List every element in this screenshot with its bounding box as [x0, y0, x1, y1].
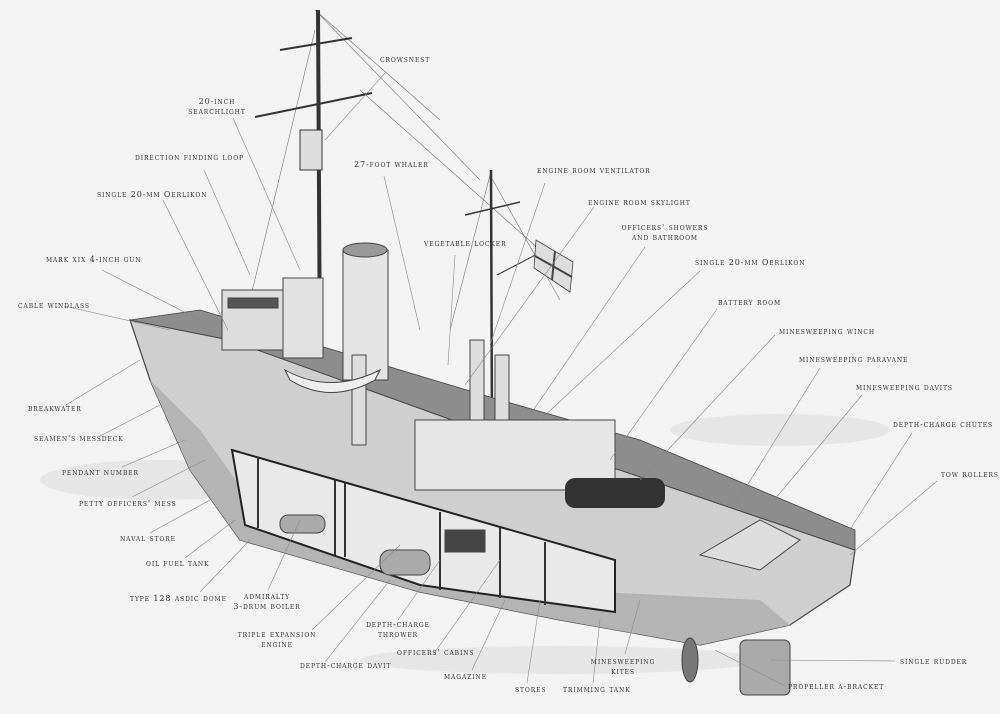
label-minesweeping-paravane: minesweeping paravane: [799, 355, 909, 364]
leader-lines: [63, 71, 938, 687]
rigging: [249, 9, 561, 331]
label-cable-windlass: cable windlass: [18, 301, 90, 310]
label-magazine: magazine: [444, 672, 487, 681]
label-petty-officers-mess: petty officers' mess: [79, 499, 177, 508]
label-dc-thrower-line2: thrower: [377, 630, 419, 639]
label-crowsnest: crowsnest: [380, 55, 431, 64]
label-engine-line1: triple expansion: [237, 630, 317, 639]
label-oerlikon-forward: single 20-mm Oerlikon: [97, 190, 208, 199]
label-tow-rollers: tow rollers: [941, 470, 999, 479]
label-boiler-line2: 3-drum boiler: [233, 602, 301, 611]
label-battery-room: battery room: [718, 298, 782, 307]
label-breakwater: breakwater: [28, 404, 82, 413]
label-naval-store: naval store: [120, 534, 176, 543]
label-seamens-messdeck: seamen's messdeck: [34, 434, 124, 443]
cutaway-bulkheads: [257, 457, 546, 605]
label-engine-room-ventilator: engine room ventilator: [537, 166, 651, 175]
label-gun: mark xix 4-inch gun: [46, 255, 142, 264]
label-asdic-dome: type 128 asdic dome: [130, 594, 227, 603]
minesweeping-winch: [565, 478, 665, 508]
label-kites-line2: kites: [611, 667, 635, 676]
label-whaler: 27-foot whaler: [354, 160, 429, 169]
label-officers-cabins: officers' cabins: [397, 648, 475, 657]
bridge: [221, 277, 324, 359]
label-single-rudder: single rudder: [900, 657, 968, 666]
stern-gear: [681, 519, 801, 696]
boilers-and-engine: [279, 514, 486, 576]
label-vegetable-locker: vegetable locker: [424, 239, 507, 248]
label-engine-line2: engine: [261, 640, 293, 649]
label-propeller-a-bracket: propeller a-bracket: [788, 682, 885, 691]
ensign-flag: [533, 239, 574, 293]
label-dc-thrower-line1: depth-charge: [366, 620, 430, 629]
label-minesweeping-winch: minesweeping winch: [779, 327, 875, 336]
label-stores: stores: [515, 685, 547, 694]
label-officers-showers-line1: officers' showers: [621, 223, 709, 232]
label-minesweeping-davits: minesweeping davits: [856, 383, 953, 392]
label-officers-showers-line2: and bathroom: [632, 233, 698, 242]
cutaway-section: [230, 448, 616, 614]
label-oerlikon-aft: single 20-mm Oerlikon: [695, 258, 806, 267]
label-kites-line1: minesweeping: [590, 657, 656, 666]
label-searchlight-line2: searchlight: [188, 107, 246, 116]
label-searchlight-line1: 20-inch: [198, 97, 236, 106]
label-trimming-tank: trimming tank: [563, 685, 631, 694]
label-direction-finding-loop: direction finding loop: [135, 153, 244, 162]
label-oil-fuel-tank: oil fuel tank: [146, 559, 210, 568]
whaler-boat: [283, 368, 382, 393]
label-depth-charge-chutes: depth-charge chutes: [893, 420, 994, 429]
label-boiler-line1: admiralty: [243, 592, 291, 601]
label-pendant-number: pendant number: [62, 468, 139, 477]
label-depth-charge-davit: depth-charge davit: [300, 661, 392, 670]
label-engine-room-skylight: engine room skylight: [588, 198, 691, 207]
